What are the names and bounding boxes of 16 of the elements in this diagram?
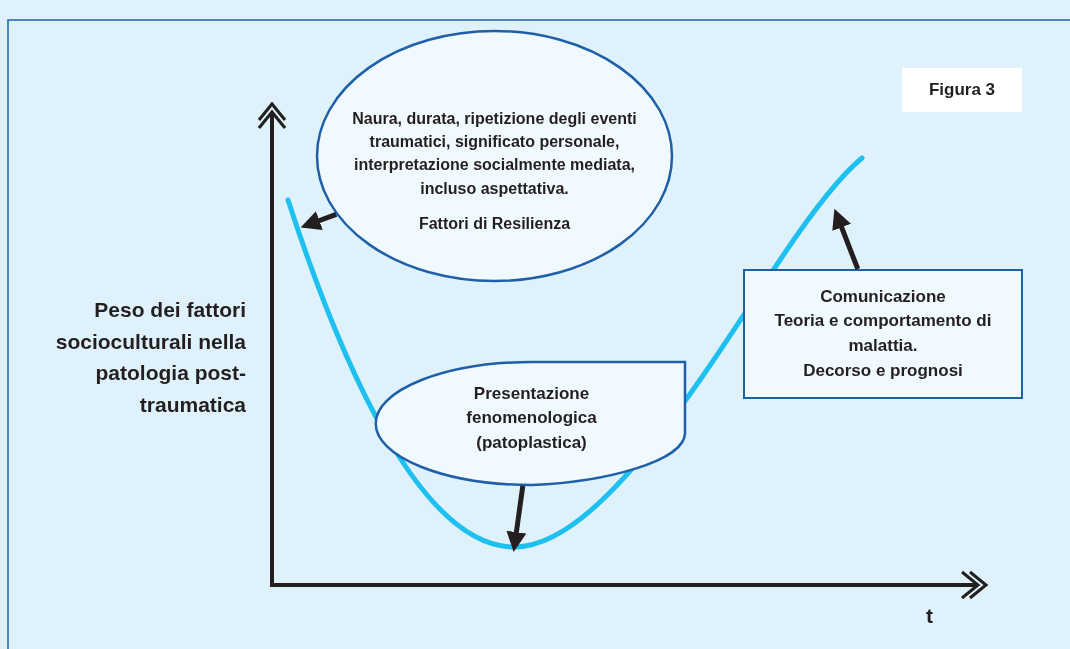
axis-title: Peso dei fattori socioculturali nella patologia post-traumatica bbox=[54, 297, 246, 418]
callout-text: Decorso e prognosi bbox=[802, 359, 964, 382]
arrow bbox=[506, 485, 527, 552]
callout-text: Teoria e comportamento di malattia. bbox=[773, 310, 993, 357]
arrow bbox=[832, 208, 861, 270]
text-box bbox=[743, 269, 1023, 399]
oval-callout bbox=[316, 30, 673, 282]
callout-text: Naura, durata, ripetizione degli eventi traumatici, significato personale, interpretazione socialmente mediata, incluso aspettativa. bbox=[351, 109, 638, 199]
arrow bbox=[300, 211, 338, 230]
callout-text: Comunicazione bbox=[819, 285, 947, 308]
axis-label: t bbox=[926, 603, 934, 629]
callout-text: Fattori di Resilienza bbox=[417, 213, 572, 234]
figure-tag bbox=[902, 68, 1022, 112]
rounded-callout bbox=[376, 361, 687, 486]
figure-label: Figura 3 bbox=[928, 78, 996, 101]
callout-text: Presentazione fenomenologica (patoplastica) bbox=[465, 382, 598, 454]
